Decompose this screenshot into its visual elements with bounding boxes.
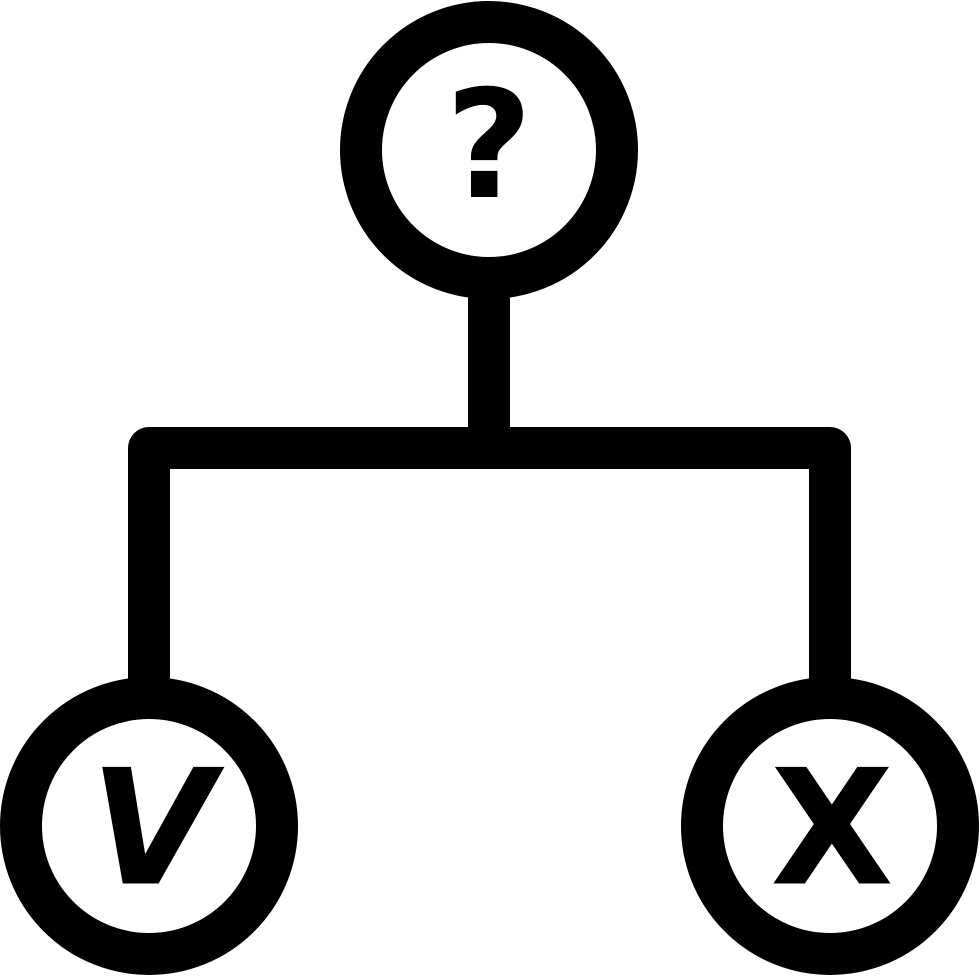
left-node-label: V [90,735,225,922]
left-node: V [0,677,298,975]
right-node: X [681,677,979,975]
root-node: ? [340,1,638,299]
right-node-label: X [770,735,893,922]
branch-connector [128,427,851,688]
root-node-circle [340,1,638,299]
right-node-circle [681,677,979,975]
root-node-label: ? [445,59,532,233]
left-node-circle [0,677,298,975]
